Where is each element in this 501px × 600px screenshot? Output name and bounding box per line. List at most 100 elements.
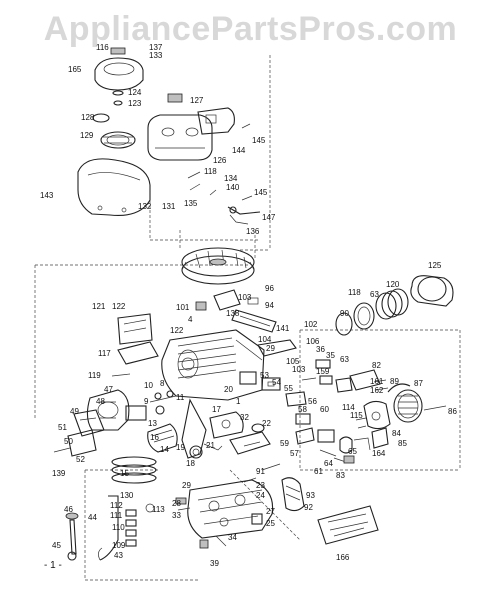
watermark-text: AppliancePartsPros.com xyxy=(43,10,458,48)
page-number: - 1 - xyxy=(44,560,62,571)
label-8: 8 xyxy=(160,379,165,388)
label-118-right: 118 xyxy=(348,288,361,297)
label-60: 60 xyxy=(320,405,329,414)
muffler-assembly xyxy=(77,47,261,225)
label-91: 91 xyxy=(256,467,265,476)
label-96: 96 xyxy=(265,284,274,293)
label-118-top: 118 xyxy=(204,167,217,176)
label-130: 130 xyxy=(120,491,134,500)
label-159: 159 xyxy=(316,367,330,376)
label-85: 85 xyxy=(398,439,407,448)
label-24: 24 xyxy=(256,491,265,500)
label-109: 109 xyxy=(112,541,126,550)
label-45: 45 xyxy=(52,541,61,550)
label-15: 15 xyxy=(120,469,129,478)
label-90: 90 xyxy=(340,309,349,318)
engine-block xyxy=(111,313,311,425)
part-number-labels: 116 137 133 165 124 123 128 129 127 126 … xyxy=(40,43,457,571)
label-103-top: 103 xyxy=(238,293,252,302)
label-131: 131 xyxy=(162,202,176,211)
label-9: 9 xyxy=(144,397,149,406)
label-57: 57 xyxy=(290,449,299,458)
label-94: 94 xyxy=(265,301,274,310)
label-55: 55 xyxy=(284,384,293,393)
label-86: 86 xyxy=(448,407,457,416)
leader-dashed-lines xyxy=(34,55,461,581)
label-140: 140 xyxy=(226,183,240,192)
label-27: 27 xyxy=(266,507,275,516)
label-141: 141 xyxy=(276,324,290,333)
label-58: 58 xyxy=(298,405,307,414)
label-144: 144 xyxy=(232,146,246,155)
label-83: 83 xyxy=(336,471,345,480)
label-93: 93 xyxy=(306,491,315,500)
label-124: 124 xyxy=(128,88,142,97)
label-48: 48 xyxy=(96,397,105,406)
label-61: 61 xyxy=(314,467,323,476)
label-113: 113 xyxy=(152,505,165,514)
label-11: 11 xyxy=(176,393,185,402)
label-133: 133 xyxy=(149,51,163,60)
label-47: 47 xyxy=(104,385,113,394)
cylinder-sleeve-assembly xyxy=(335,275,454,451)
label-14: 14 xyxy=(160,445,169,454)
label-59: 59 xyxy=(280,439,289,448)
label-82: 82 xyxy=(372,361,381,370)
label-161: 161 xyxy=(370,377,384,386)
label-25: 25 xyxy=(266,519,275,528)
label-34: 34 xyxy=(228,533,237,542)
label-145-top: 145 xyxy=(252,136,266,145)
label-29: 29 xyxy=(266,344,275,353)
label-50: 50 xyxy=(64,437,73,446)
label-10: 10 xyxy=(144,381,153,390)
label-51: 51 xyxy=(58,423,67,432)
label-134: 134 xyxy=(224,174,238,183)
label-139: 139 xyxy=(52,469,66,478)
label-115: 115 xyxy=(350,411,363,420)
label-165: 165 xyxy=(68,65,82,74)
label-127: 127 xyxy=(190,96,204,105)
label-49: 49 xyxy=(70,407,79,416)
label-116: 116 xyxy=(96,43,109,52)
label-84: 84 xyxy=(392,429,401,438)
label-136: 136 xyxy=(246,227,260,236)
label-106: 106 xyxy=(306,337,320,346)
label-4: 4 xyxy=(188,315,193,324)
label-89: 89 xyxy=(390,377,399,386)
label-23: 23 xyxy=(256,481,265,490)
label-39: 39 xyxy=(210,559,219,568)
label-33: 33 xyxy=(172,511,181,520)
label-53: 53 xyxy=(260,371,269,380)
label-44: 44 xyxy=(88,513,97,522)
label-103-mid: 103 xyxy=(292,365,306,374)
label-19: 19 xyxy=(176,443,185,452)
label-32: 32 xyxy=(240,413,249,422)
carburetor-assembly xyxy=(53,389,178,484)
label-147: 147 xyxy=(262,213,276,222)
label-101: 101 xyxy=(176,303,190,312)
label-22: 22 xyxy=(262,419,271,428)
label-54: 54 xyxy=(272,378,281,387)
label-132: 132 xyxy=(138,202,152,211)
label-105: 105 xyxy=(286,357,300,366)
label-120: 120 xyxy=(386,280,400,289)
label-36: 36 xyxy=(316,345,325,354)
label-28: 28 xyxy=(172,499,181,508)
label-18: 18 xyxy=(186,459,195,468)
label-112: 112 xyxy=(110,501,123,510)
label-162: 162 xyxy=(370,386,384,395)
label-87: 87 xyxy=(414,379,423,388)
oil-sump-assembly xyxy=(175,463,379,549)
label-129: 129 xyxy=(80,131,94,140)
label-143: 143 xyxy=(40,191,54,200)
label-63-mid: 63 xyxy=(340,355,349,364)
label-65: 65 xyxy=(348,447,357,456)
label-16: 16 xyxy=(150,433,159,442)
label-114: 114 xyxy=(342,403,355,412)
dipstick-assembly xyxy=(65,495,155,561)
label-64: 64 xyxy=(324,459,333,468)
label-126: 126 xyxy=(213,156,227,165)
label-43: 43 xyxy=(114,551,123,560)
